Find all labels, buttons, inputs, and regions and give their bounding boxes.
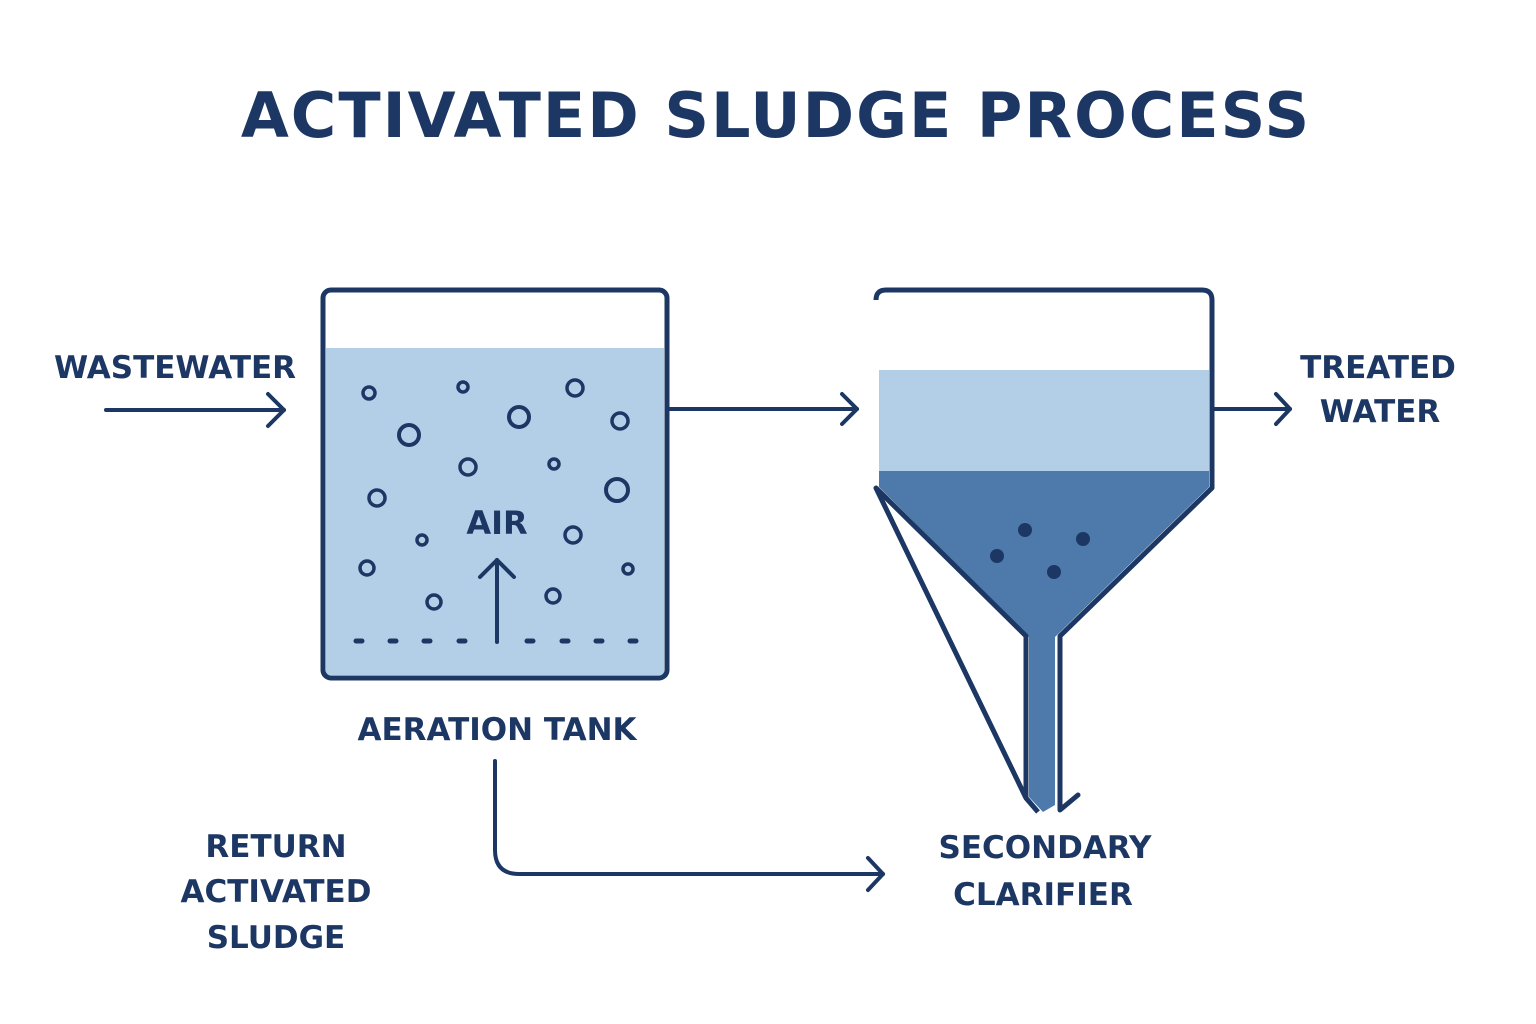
bubble-icon [563, 525, 583, 545]
clarifier-label-line1: SECONDARY [939, 830, 1152, 866]
sludge-particle-icon [990, 549, 1004, 563]
bubble-icon [547, 457, 561, 471]
wastewater-inlet-arrow [104, 392, 286, 428]
air-arrow-icon [478, 558, 516, 644]
treated-water-label-line1: TREATED [1300, 350, 1456, 386]
bubble-icon [621, 562, 635, 576]
clarifier-label-line2: CLARIFIER [953, 877, 1133, 913]
bubble-icon [415, 533, 429, 547]
bubble-icon [358, 559, 376, 577]
bubble-icon [367, 488, 387, 508]
return-sludge-label-line2: ACTIVATED [181, 874, 372, 910]
flow-arrow-to-clarifier [665, 392, 859, 426]
clarified-water [879, 370, 1209, 471]
sludge-particle-icon [1047, 565, 1061, 579]
bubble-icon [361, 385, 377, 401]
wastewater-label: WASTEWATER [54, 350, 296, 386]
bubble-icon [565, 378, 585, 398]
sludge-particles [990, 523, 1090, 579]
bubble-icon [544, 587, 562, 605]
settled-sludge [879, 471, 1209, 812]
treated-water-label-line2: WATER [1320, 394, 1441, 430]
sludge-particle-icon [1076, 532, 1090, 546]
bubble-icon [458, 457, 478, 477]
diagram-title: ACTIVATED SLUDGE PROCESS [241, 79, 1311, 152]
return-sludge-label-line3: SLUDGE [207, 920, 346, 956]
air-bubbles [358, 378, 635, 611]
treated-water-arrow [1210, 392, 1292, 426]
air-label: AIR [466, 504, 527, 542]
bubble-icon [425, 593, 443, 611]
aeration-tank-label: AERATION TANK [357, 712, 637, 748]
secondary-clarifier [873, 287, 1215, 814]
bubble-icon [397, 423, 421, 447]
return-sludge-label-line1: RETURN [205, 829, 346, 865]
bubble-icon [610, 411, 630, 431]
return-sludge-arrow [493, 759, 885, 892]
sludge-particle-icon [1018, 523, 1032, 537]
bubble-icon [604, 477, 630, 503]
bubble-icon [456, 380, 470, 394]
bubble-icon [507, 405, 531, 429]
